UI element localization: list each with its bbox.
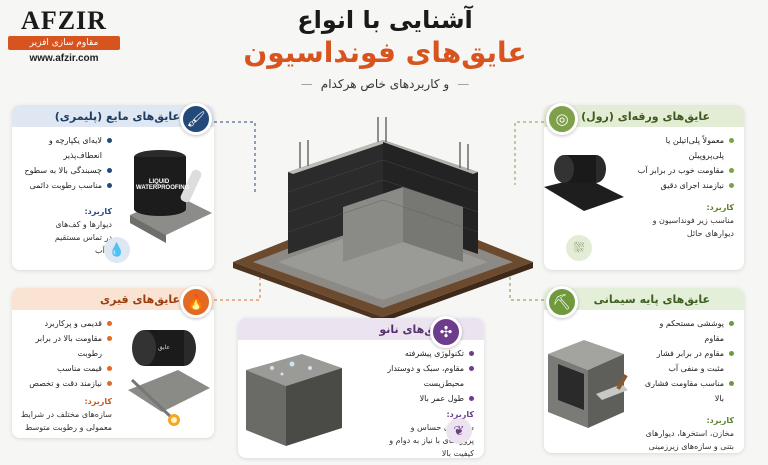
bitumen-roll-label: عایق bbox=[158, 344, 171, 351]
liquid-use-label: کاربرد: bbox=[84, 207, 112, 216]
brand-logo: AFZIR مقاوم سازی افزیر www.afzir.com bbox=[8, 6, 120, 64]
nano-feature-list: تکنولوژی پیشرفته مقاوم، سبک و دوستدار مح… bbox=[350, 340, 484, 406]
card-liquid-waterproofing: عایق‌های مایع (پلیمری) LIQUID WATERPROOF… bbox=[12, 105, 214, 270]
card-sheet-waterproofing: عایق‌های ورقه‌ای (رول) معمولاً پلی‌اتیلن… bbox=[544, 105, 744, 270]
leaf-icon: ❦ bbox=[446, 418, 472, 444]
list-item: مقاوم، سبک و دوستدار محیط‌زیست bbox=[358, 361, 474, 391]
list-item: مقاومت بالا در برابر رطوبت bbox=[20, 331, 112, 361]
brand-tagline: مقاوم سازی افزیر bbox=[8, 36, 120, 50]
nano-use-label: کاربرد: bbox=[446, 410, 474, 419]
sheet-use-text: مناسب زیر فونداسیون و دیوارهای حائل bbox=[652, 216, 734, 238]
bucket-label: LIQUID WATERPROOFING bbox=[136, 179, 190, 191]
molecule-icon: ✣ bbox=[430, 316, 462, 348]
list-item: مناسب مقاومت فشاری بالا bbox=[638, 376, 734, 406]
card-cement-waterproofing: عایق‌های پایه سیمانی پوششی مستحکم و مقاو… bbox=[544, 288, 744, 453]
sheet-feature-list: معمولاً پلی‌اتیلن یا پلی‌پروپیلن مقاومت … bbox=[626, 127, 744, 193]
title-line-3: و کاربردهای خاص هرکدام bbox=[220, 77, 550, 91]
nano-block-illustration bbox=[246, 354, 342, 446]
list-item: طول عمر بالا bbox=[358, 391, 474, 406]
card-bitumen-title: عایق‌های قیری bbox=[12, 288, 214, 310]
sheet-use-label: کاربرد: bbox=[706, 203, 734, 212]
card-sheet-title: عایق‌های ورقه‌ای (رول) bbox=[544, 105, 744, 127]
nano-use-text: سازه‌های حساس و پروژه‌های با نیاز به دوا… bbox=[389, 423, 474, 458]
bitumen-use-label: کاربرد: bbox=[84, 397, 112, 406]
brand-url[interactable]: www.afzir.com bbox=[29, 53, 99, 64]
brand-name: AFZIR bbox=[21, 6, 107, 35]
list-item: قدیمی و پرکاربرد bbox=[20, 316, 112, 331]
foundation-diorama bbox=[233, 117, 533, 322]
cement-use-text: مخازن، استخرها، دیوارهای بتنی و سازه‌های… bbox=[645, 429, 734, 451]
page-title: آشنایی با انواع عایق‌های فونداسیون و کار… bbox=[220, 6, 550, 91]
flame-icon: 🔥 bbox=[180, 286, 212, 318]
list-item: نیازمند اجرای دقیق bbox=[634, 178, 734, 193]
list-item: نیازمند دقت و تخصص bbox=[20, 376, 112, 391]
liquid-feature-list: لایه‌ای یکپارچه و انعطاف‌پذیر چسبندگی با… bbox=[12, 127, 122, 193]
cement-use-label: کاربرد: bbox=[706, 416, 734, 425]
cement-wall-illustration bbox=[548, 340, 628, 428]
list-item: تکنولوژی پیشرفته bbox=[358, 346, 474, 361]
list-item: قیمت مناسب bbox=[20, 361, 112, 376]
bitumen-use-text: سازه‌های مختلف در شرایط معمولی و رطوبت م… bbox=[20, 410, 112, 432]
title-line-2: عایق‌های فونداسیون bbox=[243, 36, 527, 69]
list-item: مناسب رطوبت دائمی bbox=[20, 178, 112, 193]
title-line-1: آشنایی با انواع bbox=[297, 6, 473, 34]
paint-roller-icon: 🖌 bbox=[180, 103, 212, 135]
sheet-roll-illustration bbox=[544, 155, 624, 211]
list-item: معمولاً پلی‌اتیلن یا پلی‌پروپیلن bbox=[634, 133, 734, 163]
list-item: چسبندگی بالا به سطوح bbox=[20, 163, 112, 178]
card-cement-title: عایق‌های پایه سیمانی bbox=[544, 288, 744, 310]
roll-icon: ◎ bbox=[546, 103, 578, 135]
foundation-water-icon: ⛆ bbox=[566, 235, 592, 261]
list-item: پوششی مستحکم و مقاوم bbox=[638, 316, 734, 346]
list-item: مقاوم در برابر فشار مثبت و منفی آب bbox=[638, 346, 734, 376]
liquid-use-text: دیوارها و کف‌های در تماس مستقیم با آب bbox=[54, 220, 112, 255]
trowel-icon: ⛏ bbox=[546, 286, 578, 318]
card-liquid-title: عایق‌های مایع (پلیمری) bbox=[12, 105, 214, 127]
liquid-bucket-illustration bbox=[130, 150, 212, 243]
cement-feature-list: پوششی مستحکم و مقاوم مقاوم در برابر فشار… bbox=[630, 310, 744, 406]
water-drop-icon: 💧 bbox=[104, 237, 130, 263]
list-item: مقاومت خوب در برابر آب bbox=[634, 163, 734, 178]
card-bitumen-waterproofing: عایق‌های قیری عایق قدیمی و پرکاربرد مقاو… bbox=[12, 288, 214, 438]
bitumen-roll-illustration bbox=[128, 330, 210, 426]
list-item: لایه‌ای یکپارچه و انعطاف‌پذیر bbox=[20, 133, 112, 163]
bitumen-feature-list: قدیمی و پرکاربرد مقاومت بالا در برابر رط… bbox=[12, 310, 122, 391]
